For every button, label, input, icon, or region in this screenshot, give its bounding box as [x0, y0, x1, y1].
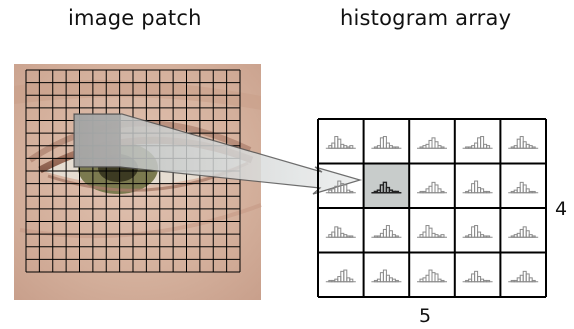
histogram-bin — [434, 141, 439, 149]
histogram-icon — [462, 225, 493, 238]
histogram-bin — [394, 235, 399, 238]
histogram-icon — [417, 181, 447, 194]
histogram-icon — [417, 137, 447, 149]
histogram-bin — [343, 269, 348, 283]
image-patch-title: image patch — [68, 6, 202, 30]
histogram-bin — [394, 190, 400, 194]
histogram-array — [317, 118, 547, 298]
histogram-bin — [440, 190, 445, 194]
histogram-bin — [434, 273, 439, 283]
histogram-bin — [388, 230, 393, 238]
histogram-bin — [474, 180, 479, 194]
array-cols-label: 5 — [419, 305, 432, 327]
histogram-bin — [394, 279, 399, 283]
histogram-bin — [474, 225, 479, 238]
histogram-icon — [462, 270, 493, 283]
histogram-icon — [371, 225, 402, 238]
histogram-bin — [349, 190, 354, 194]
histogram-bin — [486, 190, 491, 194]
histogram-bin — [337, 227, 342, 238]
histogram-bin — [437, 188, 442, 194]
histogram-bin — [531, 279, 536, 283]
histogram-icon — [417, 269, 447, 283]
histogram-icon — [462, 136, 493, 149]
histogram-bin — [480, 136, 485, 149]
histogram-bin — [343, 184, 348, 194]
array-rows-label: 4 — [555, 198, 568, 220]
histogram-icon — [325, 136, 356, 149]
histogram-bin — [480, 188, 485, 194]
histogram-bin — [531, 190, 536, 194]
histogram-bin — [486, 145, 491, 149]
histogram-bin — [349, 278, 354, 283]
histogram-icon — [325, 226, 356, 238]
eye-photo — [14, 64, 262, 300]
histogram-bin — [428, 227, 433, 238]
projection-arrow — [73, 113, 363, 195]
histogram-bin — [349, 145, 354, 149]
histogram-icon — [508, 226, 539, 238]
histogram-icon — [371, 136, 402, 149]
histogram-icon — [371, 181, 402, 194]
histogram-bin — [528, 277, 533, 283]
histogram-bin — [486, 235, 491, 238]
histogram-icon — [417, 225, 447, 238]
histogram-bin — [440, 234, 445, 238]
histogram-bin — [440, 279, 445, 283]
histogram-icon — [325, 180, 356, 194]
histogram-bin — [382, 136, 387, 149]
histogram-icon — [508, 181, 539, 194]
histogram-icon — [371, 269, 402, 283]
histogram-bin — [337, 138, 342, 149]
histogram-icon — [508, 136, 539, 149]
histogram-bin — [440, 146, 445, 149]
histogram-icon — [462, 180, 493, 194]
histogram-bin — [531, 146, 536, 149]
histogram-bin — [525, 188, 530, 194]
histogram-bin — [349, 235, 354, 238]
histogram-bin — [394, 146, 399, 149]
histogram-icon — [508, 270, 539, 283]
histogram-bin — [486, 279, 491, 283]
histogram-bin — [525, 230, 530, 238]
histogram-icon — [325, 269, 356, 283]
histogram-bin — [531, 235, 536, 238]
histogram-array-title: histogram array — [340, 6, 512, 30]
